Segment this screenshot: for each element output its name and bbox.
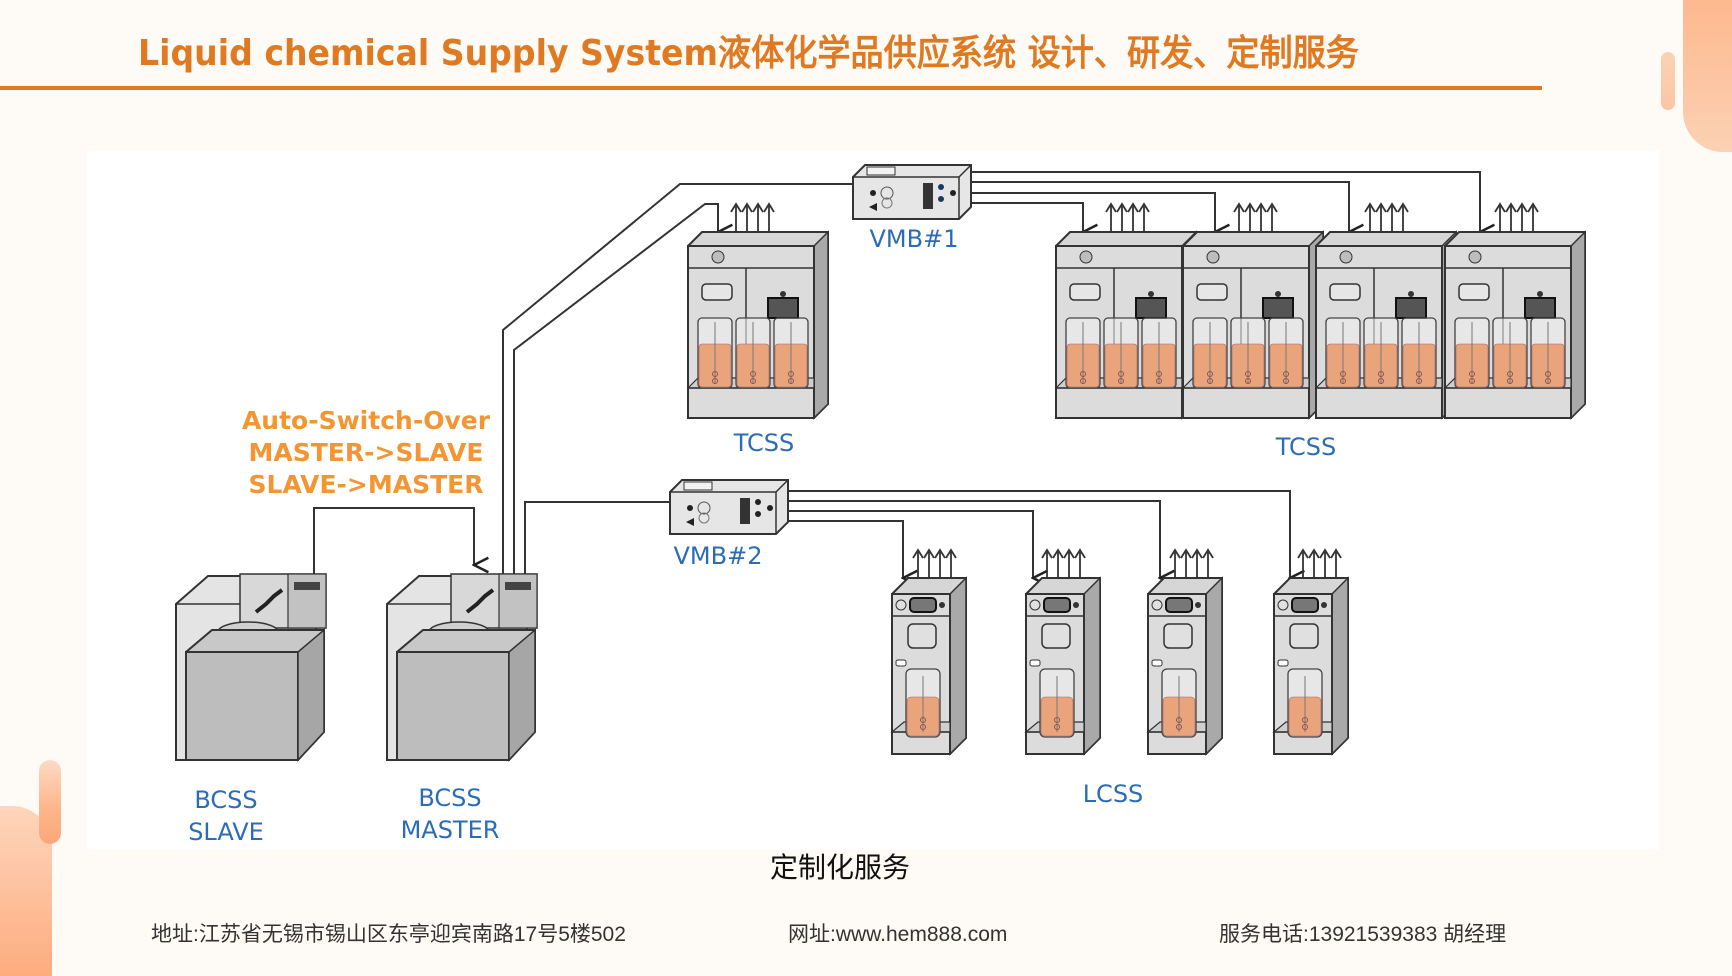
diagram-caption: 定制化服务	[769, 852, 910, 883]
page-title: Liquid chemical Supply System液体化学品供应系统 设…	[138, 33, 1359, 74]
bcss-master-unit	[386, 573, 538, 762]
vmb1-box	[852, 164, 972, 220]
lcss-group-label: LCSS	[1083, 780, 1144, 808]
footer-address: 地址:江苏省无锡市锡山区东亭迎宾南路17号5楼502	[151, 923, 626, 946]
bcss-slave-unit	[175, 573, 327, 762]
auto-switch-annotation-line2: MASTER->SLAVE	[249, 438, 484, 467]
exhaust-arrow-group	[1364, 202, 1409, 234]
tcss-group-cabinet-2	[1181, 230, 1324, 420]
decorative-pill-top-right	[1661, 52, 1675, 110]
decorative-shape-top-right	[1683, 0, 1732, 152]
vmb2-label: VMB#2	[674, 542, 763, 570]
footer-phone: 服务电话:13921539383 胡经理	[1219, 923, 1507, 946]
pipe-master-to-vmb2	[524, 501, 670, 575]
vmb1-label: VMB#1	[870, 225, 959, 253]
bcss-master-label-line2: MASTER	[401, 816, 500, 844]
auto-switch-annotation-line1: Auto-Switch-Over	[242, 406, 491, 435]
lcss-cabinet-1	[890, 576, 967, 756]
exhaust-arrow-group	[730, 202, 775, 234]
footer-website[interactable]: 网址:www.hem888.com	[788, 923, 1008, 946]
bcss-slave-label-line2: SLAVE	[188, 818, 264, 846]
bcss-slave-label-line1: BCSS	[194, 786, 257, 814]
pipe-master-to-tcss-single	[513, 203, 718, 575]
bcss-master-label-line1: BCSS	[418, 784, 481, 812]
exhaust-arrows	[730, 202, 1539, 580]
exhaust-arrow-group	[1105, 202, 1150, 234]
decorative-pill-bottom-left	[39, 760, 61, 844]
exhaust-arrow-group	[1233, 202, 1278, 234]
lcss-cabinet-2	[1024, 576, 1101, 756]
exhaust-arrow-group	[1041, 548, 1086, 580]
exhaust-arrow-group	[912, 548, 957, 580]
tcss-group-cabinet-3	[1314, 230, 1457, 420]
lcss-cabinet-3	[1146, 576, 1223, 756]
pipe-slave-to-master	[313, 507, 474, 575]
tcss-single-label: TCSS	[733, 429, 794, 457]
auto-switch-annotation-line3: SLAVE->MASTER	[249, 470, 484, 499]
vmb2-box	[669, 479, 789, 535]
tcss-group-cabinet-4	[1443, 230, 1586, 420]
pipe-master-to-vmb1	[502, 183, 855, 575]
exhaust-arrow-group	[1169, 548, 1214, 580]
lcss-cabinet-4	[1272, 576, 1349, 756]
title-underline	[0, 86, 1542, 90]
tcss-group-cabinet-1	[1054, 230, 1197, 420]
pipes	[313, 171, 1480, 578]
tcss-group-label: TCSS	[1275, 433, 1336, 461]
exhaust-arrow-group	[1297, 548, 1342, 580]
tcss-single-cabinet	[686, 230, 829, 420]
exhaust-arrow-group	[1494, 202, 1539, 234]
